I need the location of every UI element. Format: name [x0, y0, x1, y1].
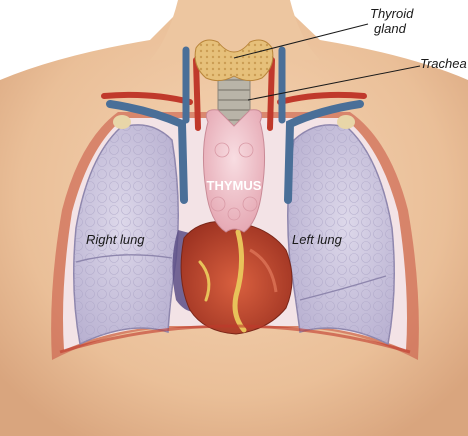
- right-lung-label: Right lung: [86, 232, 145, 247]
- left-carotid-artery: [270, 60, 272, 128]
- thymus-label: THYMUS: [207, 178, 262, 193]
- thyroid-label-line2: gland: [374, 21, 407, 36]
- left-clavicle-end: [337, 115, 355, 129]
- neck: [150, 0, 320, 60]
- thyroid-label-line1: Thyroid: [370, 6, 414, 21]
- trachea-label: Trachea: [420, 56, 467, 71]
- thymus: [203, 110, 264, 232]
- left-lung-label: Left lung: [292, 232, 343, 247]
- right-carotid-artery: [196, 60, 198, 128]
- right-clavicle-end: [113, 115, 131, 129]
